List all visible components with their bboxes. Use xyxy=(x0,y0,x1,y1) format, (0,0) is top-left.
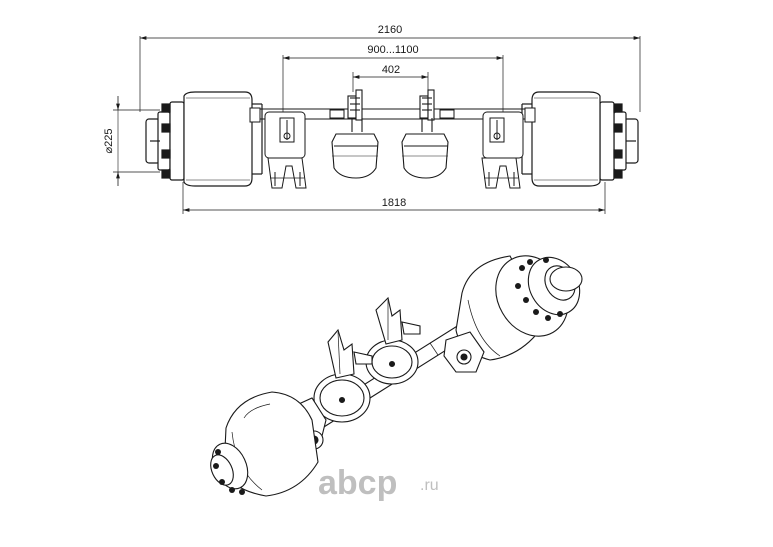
right-spring-bracket xyxy=(481,111,524,189)
left-brake-chamber xyxy=(331,89,379,179)
iso-chamber-near xyxy=(313,328,373,423)
left-hub xyxy=(145,101,185,181)
front-view xyxy=(113,36,641,214)
left-brake-drum xyxy=(183,91,263,187)
iso-chamber-far xyxy=(365,296,421,385)
right-brake-chamber xyxy=(401,89,449,179)
iso-right-spring-seat xyxy=(443,331,485,373)
dimension-hub-diameter xyxy=(113,96,160,186)
label-brake-spacing: 900...1100 xyxy=(367,44,418,56)
label-chamber-spacing: 402 xyxy=(382,64,400,76)
right-brake-drum xyxy=(521,91,601,187)
iso-right-hub-studs xyxy=(515,257,563,321)
dimension-overall-width xyxy=(139,36,641,112)
camshaft-bearings xyxy=(249,107,536,123)
iso-left-hub-studs xyxy=(213,449,245,495)
iso-right-drum xyxy=(455,255,583,361)
label-hub-diameter: ⌀225 xyxy=(103,129,115,154)
label-track: 1818 xyxy=(382,197,406,209)
right-hub xyxy=(599,101,639,181)
left-spring-bracket xyxy=(264,111,307,189)
logo-suffix: .ru xyxy=(420,477,439,494)
logo-brand: abcp xyxy=(318,464,397,502)
isometric-view xyxy=(210,255,583,497)
dimension-chamber-spacing xyxy=(352,72,429,92)
dimension-track xyxy=(182,182,606,214)
label-overall-width: 2160 xyxy=(378,24,402,36)
iso-left-drum xyxy=(210,391,319,497)
abcp-logo: abcp .ru xyxy=(318,464,439,502)
